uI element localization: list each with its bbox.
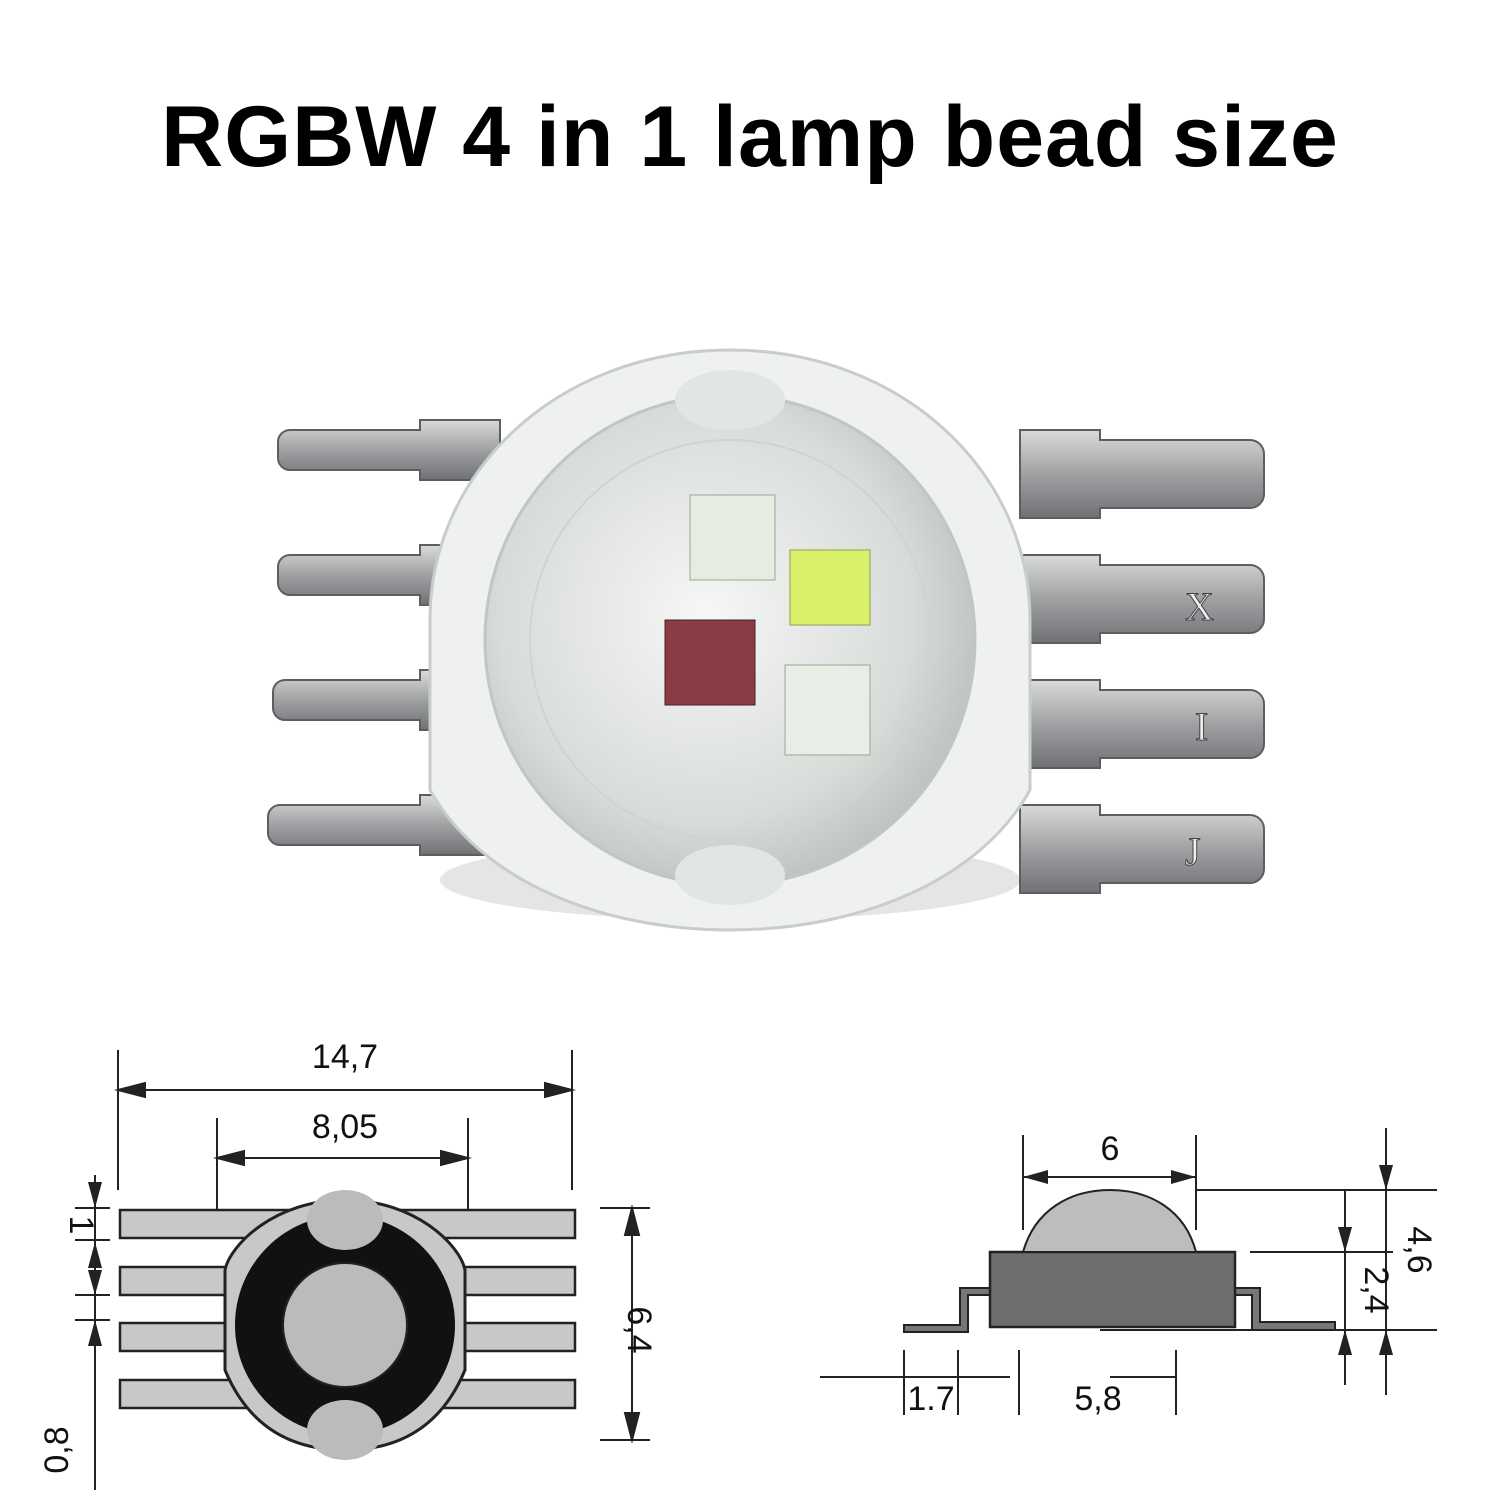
dim-lens-diameter: 6: [1101, 1130, 1120, 1168]
dim-height: 6,4: [620, 1306, 658, 1353]
dim-body-width: 8,05: [312, 1108, 378, 1146]
dim-pin-width: 1: [62, 1216, 100, 1235]
right-leads: [1019, 429, 1265, 894]
pin-mark-x: X: [1185, 584, 1214, 629]
dim-lead-length: 1.7: [907, 1380, 954, 1418]
chip-red: [664, 619, 756, 706]
pin-mark-i: I: [1195, 704, 1208, 749]
pin-markings: X I J: [1185, 584, 1215, 875]
dim-body-height: 2,4: [1357, 1266, 1395, 1313]
chip-blue: [784, 664, 871, 756]
top-view-drawing: 14,7 8,05 6,4 1 0,8: [38, 1038, 658, 1490]
chip-white: [789, 549, 871, 626]
dim-total-height: 4,6: [1400, 1226, 1438, 1273]
dim-pin-gap: 0,8: [38, 1426, 76, 1473]
dim-overall-width: 14,7: [312, 1038, 378, 1076]
lamp-bead-photo: X I J: [267, 348, 1265, 932]
side-view-drawing: 6 5,8 1.7 2,4 4,6: [820, 1128, 1438, 1418]
dim-body-length: 5,8: [1074, 1380, 1121, 1418]
page-title: RGBW 4 in 1 lamp bead size: [161, 89, 1339, 185]
pin-mark-j: J: [1185, 829, 1201, 874]
chip-green: [689, 494, 776, 581]
